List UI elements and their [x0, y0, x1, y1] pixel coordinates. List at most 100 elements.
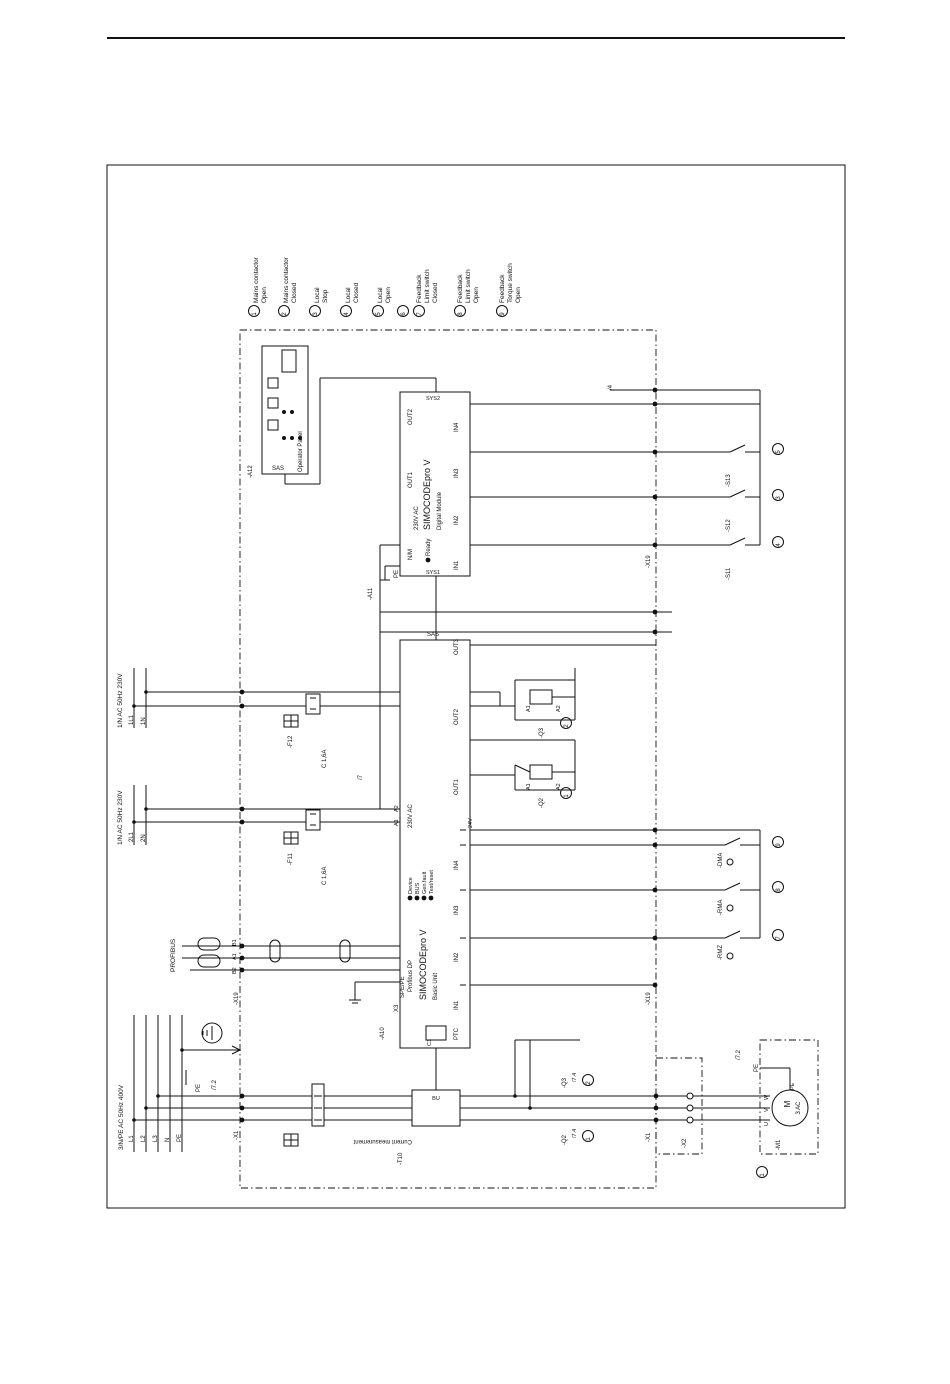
legend-num: 8	[458, 312, 464, 316]
power-contacts: -Q2 -Q3 /7.4 /7.4 1 2	[513, 1039, 594, 1145]
ref-marker: 5	[776, 450, 782, 454]
legend-item-4: 4 Local Closed	[340, 282, 360, 317]
coil-terminal: A1	[526, 783, 532, 790]
dm-out1: OUT1	[408, 471, 414, 488]
basic-unit: SIMOCODEpro V Basic Unit Profibus DP 230…	[380, 632, 474, 1049]
f12-rating: C 1,6A	[322, 750, 328, 768]
bu-in2: IN2	[454, 952, 460, 962]
feed-1: 1/N AC 50Hz 230V 1L1 1N	[117, 668, 240, 728]
cabinet-boundary	[239, 329, 657, 1189]
basic-unit-spe: SPE/PE	[400, 976, 406, 998]
legend-line: Stop	[322, 289, 329, 303]
q3-tag: -Q3	[539, 727, 545, 738]
basic-unit-sas: SAS	[427, 632, 439, 638]
f12-tag: -F12	[288, 735, 294, 748]
basic-unit-sub: Basic Unit	[433, 973, 439, 1000]
cm-bu: BU	[432, 1096, 440, 1102]
bu-out2: OUT2	[454, 708, 460, 725]
operator-panel: Operator Panel SAS -A12	[248, 345, 437, 485]
basic-unit-tag: -A10	[380, 1027, 386, 1040]
f11-tag: -F11	[288, 852, 294, 865]
ref-marker: 1	[760, 1173, 766, 1177]
cross-ref: /7	[358, 774, 364, 780]
legend-num: 5	[376, 312, 382, 316]
ref-marker: 3	[776, 496, 782, 500]
strip-label-x1: -X1	[234, 1130, 240, 1140]
dm-in1: IN1	[454, 560, 460, 570]
line-label-n: N	[165, 1138, 171, 1142]
motor-terminal: PE	[790, 1082, 796, 1090]
profibus-terminal: B1	[232, 939, 238, 946]
legend-num: 2	[282, 312, 288, 316]
legend-marker	[413, 305, 425, 317]
ref-marker: 9	[776, 843, 782, 847]
main-supply-label: 3/N/PE AC 50Hz 400V	[118, 1084, 125, 1150]
legend-num: 7	[417, 312, 423, 316]
dm-sys1: SYS1	[426, 570, 440, 576]
legend-item-7: 7 Feedback Limit switch Closed	[413, 269, 439, 317]
legend-marker	[372, 305, 384, 317]
led-label: Device	[408, 877, 414, 894]
legend-num: 4	[344, 312, 350, 316]
ref-marker: 4	[776, 543, 782, 547]
feed2-label: 1/N AC 50Hz 230V	[117, 790, 124, 845]
bu-in4: IN4	[454, 860, 460, 870]
dm-in4: IN4	[454, 422, 460, 432]
dm-out2: OUT2	[408, 408, 414, 425]
legend-item-8: 8 Feedback Limit switch Open	[454, 269, 480, 317]
legend-marker	[340, 305, 352, 317]
legend-line: Open	[473, 287, 480, 303]
legend-item-9: 9 Feedback Torque switch Open	[496, 263, 522, 317]
line-label-l2: L2	[141, 1135, 147, 1142]
legend-line: Limit switch	[424, 269, 431, 303]
ref-marker: 2	[586, 1081, 592, 1085]
dm-sub: Digital Module	[437, 491, 443, 530]
legend-marker	[496, 305, 508, 317]
s11-tag: -S11	[726, 567, 732, 580]
dm-in3: IN3	[454, 468, 460, 478]
ptc-sensor-icon	[425, 1025, 447, 1041]
legend-line: Closed	[353, 282, 360, 303]
dm-nim: N/M	[408, 549, 414, 560]
bu-in3: IN3	[454, 905, 460, 915]
legend-num: 6	[401, 312, 407, 316]
feedback-switches: -RMZ -RMA -DMA 7 8 9	[656, 829, 784, 960]
legend-line: Local	[314, 287, 321, 303]
earth-icon	[201, 1022, 223, 1044]
feed1-label: 1/N AC 50Hz 230V	[117, 673, 124, 728]
q3-contact-tag: -Q3	[562, 1077, 568, 1088]
feed-2: 1/N AC 50Hz 230V 2L1 2N	[117, 785, 240, 845]
line-label: 1L1	[129, 714, 135, 725]
line-label-l1: L1	[129, 1135, 135, 1142]
dma-tag: -DMA	[718, 853, 724, 868]
legend-line: Local	[345, 287, 352, 303]
strip-label-x1-right: -X1	[646, 1132, 652, 1142]
led-bus: BUS	[414, 882, 421, 901]
motor-terminal: U	[764, 1122, 770, 1126]
local-switches: -S11 -S12 -S13 4 3 5	[656, 390, 784, 580]
current-measurement-module: BU Current measurement -T10	[353, 1047, 461, 1165]
drawing-frame	[106, 164, 846, 1209]
cross-ref: /4	[608, 384, 614, 390]
coil-terminal: A2	[556, 783, 562, 790]
motor-tag: -M1	[776, 1139, 782, 1150]
s12-tag: -S12	[726, 519, 732, 532]
strip-label-x19-lower: -X19	[646, 992, 652, 1005]
dm-sys2: SYS2	[426, 396, 440, 402]
line-label: 1N	[141, 717, 147, 725]
legend-line: Mains contactor	[283, 256, 290, 303]
legend-line: Open	[385, 287, 392, 303]
breaker-f11: -F11 C 1,6A	[242, 808, 400, 885]
digital-module: SIMOCODEpro V Digital Module 230V AC N/M…	[368, 391, 656, 810]
f11-rating: C 1,6A	[322, 867, 328, 885]
motor: M 3 AC U V W PE PE /7.2 -M1 1	[736, 1049, 809, 1178]
legend-item-6: 6	[397, 305, 409, 317]
led-gen-fault: Gen.fault	[421, 871, 428, 901]
x2-boundary	[655, 1057, 703, 1155]
line-label-pe: PE	[177, 1134, 183, 1142]
terminal-strip-x1: -X1	[234, 689, 245, 1140]
legend-num: 3	[313, 312, 319, 316]
legend-line: Limit switch	[465, 269, 472, 303]
q2-contact-tag: -Q2	[562, 1134, 568, 1145]
legend-line: Closed	[432, 282, 439, 303]
